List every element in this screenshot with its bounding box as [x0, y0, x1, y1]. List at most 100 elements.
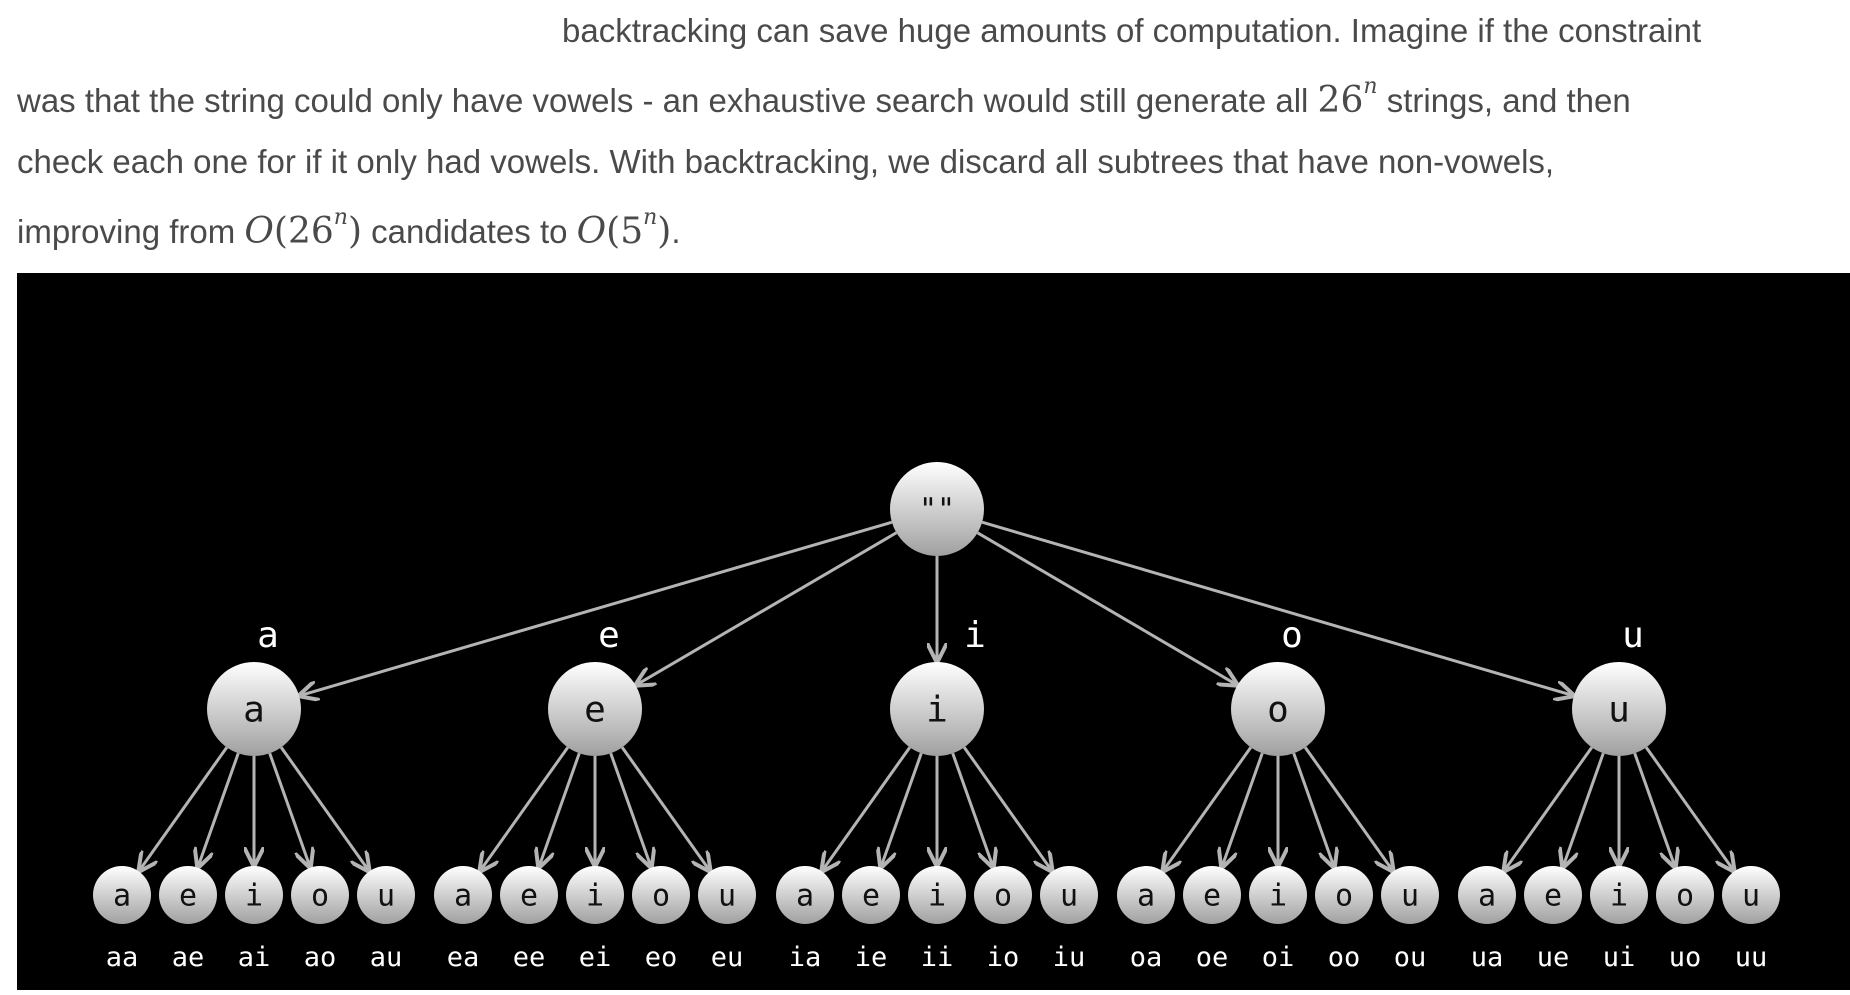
root-node-label: "" — [919, 493, 955, 528]
leaf-node-ui-label: i — [1610, 879, 1628, 914]
leaf-node-iu: u — [1040, 866, 1098, 924]
math-26-pow-n: 26n — [1317, 73, 1378, 121]
leaf-node-ou: u — [1381, 866, 1439, 924]
math-big-o-5n: O(5n) — [576, 204, 672, 252]
leaf-node-io: o — [974, 866, 1032, 924]
leaf-word-uu: uu — [1735, 942, 1768, 973]
leaf-word-oo: oo — [1328, 942, 1361, 973]
leaf-word-ai: ai — [238, 942, 271, 973]
leaf-word-eo: eo — [645, 942, 678, 973]
leaf-node-ou-label: u — [1401, 879, 1419, 914]
leaf-node-ua: a — [1458, 866, 1516, 924]
leaf-node-oi: i — [1249, 866, 1307, 924]
leaf-node-eo-label: o — [652, 879, 670, 914]
leaf-node-oa: a — [1117, 866, 1175, 924]
leaf-node-au-label: u — [377, 879, 395, 914]
leaf-node-eu: u — [698, 866, 756, 924]
leaf-node-uo-label: o — [1676, 879, 1694, 914]
leaf-node-ie-label: e — [862, 879, 880, 914]
paragraph-line-1: backtracking can save huge amounts of co… — [562, 12, 1702, 49]
leaf-node-ee: e — [500, 866, 558, 924]
edge-u-a — [1504, 746, 1594, 870]
edge-label-a: a — [257, 615, 279, 656]
leaf-word-ue: ue — [1537, 942, 1570, 973]
edge-i-u — [962, 746, 1051, 870]
edge-label-e: e — [598, 615, 620, 656]
leaf-word-ie: ie — [855, 942, 888, 973]
edge-label-i: i — [964, 615, 986, 656]
leaf-word-ia: ia — [789, 942, 822, 973]
edge-a-a — [139, 746, 229, 870]
node-u-label: u — [1608, 690, 1630, 731]
leaf-node-ei-label: i — [586, 879, 604, 914]
node-i: i — [890, 662, 984, 756]
leaf-word-oi: oi — [1262, 942, 1295, 973]
leaf-node-ao: o — [291, 866, 349, 924]
node-e-label: e — [584, 690, 606, 731]
leaf-node-oe-label: e — [1203, 879, 1221, 914]
leaf-word-eu: eu — [711, 942, 744, 973]
edge-e-a — [480, 746, 570, 870]
leaf-node-ia: a — [776, 866, 834, 924]
edge-root-o — [976, 531, 1237, 685]
leaf-word-iu: iu — [1053, 942, 1086, 973]
leaf-word-ee: ee — [513, 942, 546, 973]
edge-root-a — [300, 520, 893, 695]
edge-e-o — [609, 752, 651, 866]
leaf-node-ea-label: a — [454, 879, 472, 914]
leaf-word-ae: ae — [172, 942, 205, 973]
leaf-node-aa: a — [93, 866, 151, 924]
edge-u-u — [1644, 746, 1733, 870]
leaf-node-oi-label: i — [1269, 879, 1287, 914]
leaf-node-ae-label: e — [179, 879, 197, 914]
paragraph-line-4: improving from O(26n) candidates to O(5n… — [17, 204, 681, 252]
leaf-node-ii: i — [908, 866, 966, 924]
leaf-node-ui: i — [1590, 866, 1648, 924]
leaf-node-ue: e — [1524, 866, 1582, 924]
leaf-node-ea: a — [434, 866, 492, 924]
leaf-node-oo: o — [1315, 866, 1373, 924]
leaf-node-ia-label: a — [796, 879, 814, 914]
leaf-node-uo: o — [1656, 866, 1714, 924]
leaf-node-oe: e — [1183, 866, 1241, 924]
leaf-word-uo: uo — [1669, 942, 1702, 973]
leaf-word-ea: ea — [447, 942, 480, 973]
leaf-node-eu-label: u — [718, 879, 736, 914]
leaf-node-ei: i — [566, 866, 624, 924]
leaf-word-ui: ui — [1603, 942, 1636, 973]
edge-o-a — [1163, 746, 1253, 870]
leaf-node-uu: u — [1722, 866, 1780, 924]
paragraph-line-3: check each one for if it only had vowels… — [17, 143, 1555, 180]
math-big-o-26n: O(26n) — [244, 204, 362, 252]
leaf-word-oe: oe — [1196, 942, 1229, 973]
node-a-label: a — [243, 690, 265, 731]
edge-o-u — [1303, 746, 1392, 870]
edge-a-u — [279, 746, 368, 870]
edge-root-u — [981, 520, 1573, 695]
edge-i-a — [822, 746, 912, 870]
edge-i-e — [881, 752, 923, 866]
leaf-node-ao-label: o — [311, 879, 329, 914]
edge-label-u: u — [1622, 615, 1644, 656]
edge-i-o — [951, 752, 993, 866]
leaf-node-iu-label: u — [1060, 879, 1078, 914]
edge-u-o — [1633, 752, 1675, 866]
leaf-node-ue-label: e — [1544, 879, 1562, 914]
leaf-node-au: u — [357, 866, 415, 924]
leaf-word-aa: aa — [106, 942, 139, 973]
node-u: u — [1572, 662, 1666, 756]
leaf-node-ae: e — [159, 866, 217, 924]
root-node: "" — [890, 462, 984, 556]
node-o-label: o — [1267, 690, 1289, 731]
edge-o-e — [1222, 752, 1264, 866]
leaf-node-ai-label: i — [245, 879, 263, 914]
leaf-node-ie: e — [842, 866, 900, 924]
leaf-word-ao: ao — [304, 942, 337, 973]
node-e: e — [548, 662, 642, 756]
edge-label-o: o — [1281, 615, 1303, 656]
node-i-label: i — [926, 690, 948, 731]
leaf-node-ee-label: e — [520, 879, 538, 914]
leaf-node-io-label: o — [994, 879, 1012, 914]
leaf-node-ua-label: a — [1478, 879, 1496, 914]
